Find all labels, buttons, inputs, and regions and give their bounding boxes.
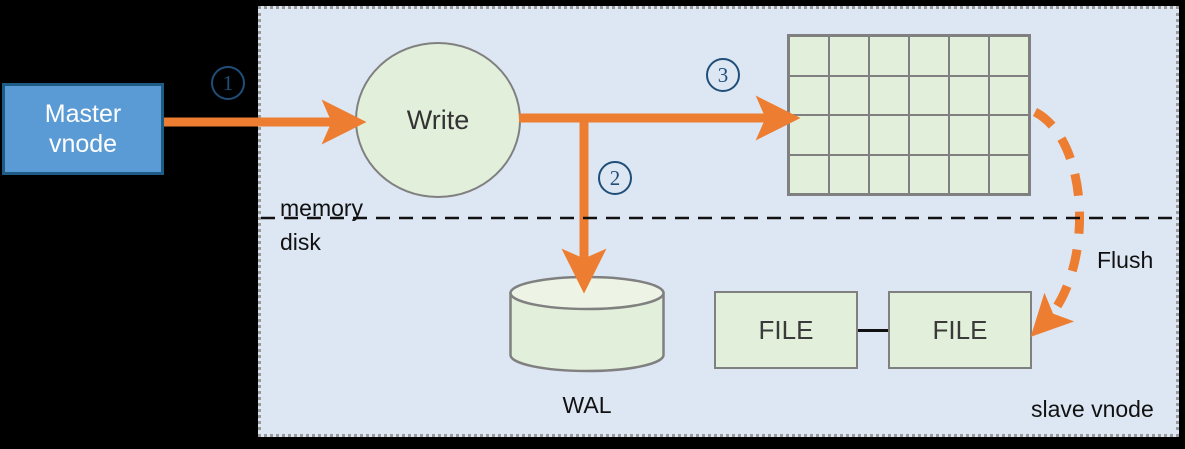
memtable-cell [910,37,948,75]
file-box-1[interactable]: FILE [714,291,858,369]
write-node[interactable]: Write [355,42,521,198]
file-box-1-label: FILE [758,314,814,345]
memtable-cell [950,116,988,154]
master-vnode-line1: Master [44,99,122,128]
memtable-cell [910,76,948,114]
memtable-cell [790,155,828,193]
memtable-cell [870,37,908,75]
wal-label: WAL [562,392,612,418]
memtable-cell [910,116,948,154]
memtable-cell [870,116,908,154]
step-number-2: 2 [598,161,632,195]
flush-label: Flush [1097,247,1154,273]
memtable-cell [790,76,828,114]
memory-label: memory [280,195,364,221]
memtable-cell [830,76,868,114]
memtable-cell [830,116,868,154]
wal-cylinder-shape [509,275,665,373]
file-box-2[interactable]: FILE [888,291,1032,369]
slave-vnode-label: slave vnode [1031,396,1154,422]
memtable-cell [870,76,908,114]
memtable-cell [950,155,988,193]
memtable-cell [790,116,828,154]
memtable-cell [950,37,988,75]
memtable-cell [990,76,1028,114]
step-number-1: 1 [211,66,245,100]
memtable-cell [990,116,1028,154]
memtable-cell [870,155,908,193]
file-connector [858,329,888,332]
memtable-cell [830,155,868,193]
memtable-cell [990,37,1028,75]
memtable-cell [990,155,1028,193]
memtable-grid [787,34,1031,196]
memtable-cell [910,155,948,193]
wal-cylinder [508,275,666,373]
write-node-label: Write [406,104,470,135]
step-number-3: 3 [706,58,740,92]
memtable-cell [790,37,828,75]
disk-label: disk [280,229,321,255]
file-box-2-label: FILE [932,314,988,345]
master-vnode-box[interactable]: Master vnode [2,83,164,175]
master-vnode-line2: vnode [48,130,118,158]
memtable-cell [950,76,988,114]
memtable-cell [830,37,868,75]
